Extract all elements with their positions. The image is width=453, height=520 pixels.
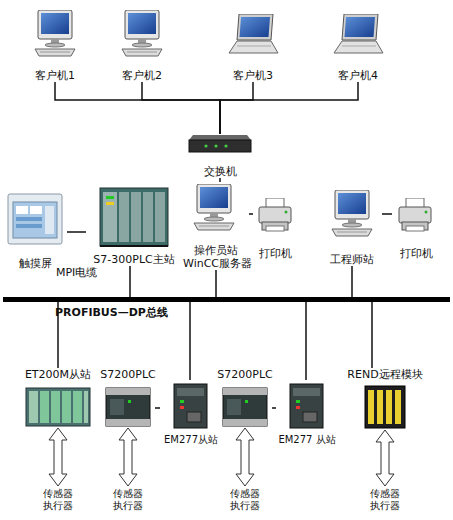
device-label: 打印机	[382, 247, 450, 260]
io-field: 传感器 执行器	[223, 486, 267, 516]
connector-line	[142, 82, 220, 134]
client-laptop: 客户机3	[222, 8, 284, 82]
printer: 打印机	[253, 192, 297, 260]
master-plc: S7-300PLC主站	[86, 186, 182, 266]
connector-line	[215, 270, 217, 297]
device-label: S7200PLC	[208, 368, 282, 381]
device-label: 交换机	[178, 165, 262, 178]
connector-line	[305, 302, 307, 380]
device-label: 客户机1	[15, 69, 95, 82]
client-laptop: 客户机4	[327, 8, 389, 82]
em277-slave: EM277从站	[160, 380, 222, 446]
printer: 打印机	[392, 192, 440, 260]
device-label: 客户机2	[102, 69, 182, 82]
device-label: S7-300PLC主站	[76, 253, 192, 266]
device-label: 传感器 执行器	[223, 488, 267, 512]
connector-line	[155, 407, 160, 409]
device-label: EM277从站	[150, 434, 232, 446]
profibus-band: PROFIBUS—DP总线	[3, 297, 450, 302]
device-label: 传感器 执行器	[36, 488, 80, 512]
connector-line	[67, 231, 86, 233]
io-double-arrow	[236, 428, 254, 486]
io-double-arrow	[119, 428, 137, 486]
connector-line	[351, 266, 353, 297]
connector-line	[219, 178, 221, 182]
s7200-plc: S7200PLC	[218, 368, 272, 428]
connector-line	[382, 213, 392, 215]
et200m-slave: ET200M从站	[22, 368, 94, 428]
operator-station: 操作员站 WinCC服务器	[183, 182, 249, 270]
device-label: 工程师站	[312, 253, 392, 266]
io-field: 传感器 执行器	[36, 486, 80, 516]
network-switch: 交换机	[188, 134, 252, 178]
cable-label: MPI电缆	[56, 266, 97, 279]
connector-line	[220, 82, 253, 134]
touch-panel: 触摸屏	[3, 192, 67, 270]
io-field: 传感器 执行器	[106, 486, 150, 516]
connector-line	[55, 82, 220, 134]
em277-slave: EM277 从站	[276, 380, 338, 446]
device-label: 传感器 执行器	[106, 488, 150, 512]
connector-line	[249, 213, 253, 215]
connector-line	[371, 302, 373, 368]
device-label: ET200M从站	[12, 368, 104, 381]
device-label: 传感器 执行器	[363, 488, 407, 512]
client-pc: 客户机2	[112, 8, 172, 82]
device-label: 操作员站 WinCC服务器	[183, 244, 249, 270]
device-label: REND远程模块	[332, 368, 438, 381]
device-label: S7200PLC	[91, 368, 165, 381]
connector-line	[220, 82, 358, 134]
remote-module: REND远程模块	[342, 368, 428, 430]
connector-line	[129, 266, 131, 297]
connector-line	[272, 407, 276, 409]
s7200-plc: S7200PLC	[101, 368, 155, 428]
device-label: 客户机3	[212, 69, 294, 82]
connector-line	[189, 302, 191, 380]
bus-label: PROFIBUS—DP总线	[55, 306, 168, 319]
device-label: 客户机4	[317, 69, 399, 82]
device-label: 打印机	[243, 247, 307, 260]
client-pc: 客户机1	[25, 8, 85, 82]
io-double-arrow	[376, 430, 394, 486]
engineer-station: 工程师站	[322, 188, 382, 266]
device-label: EM277 从站	[266, 434, 348, 446]
io-field: 传感器 执行器	[363, 486, 407, 516]
io-double-arrow	[49, 428, 67, 486]
